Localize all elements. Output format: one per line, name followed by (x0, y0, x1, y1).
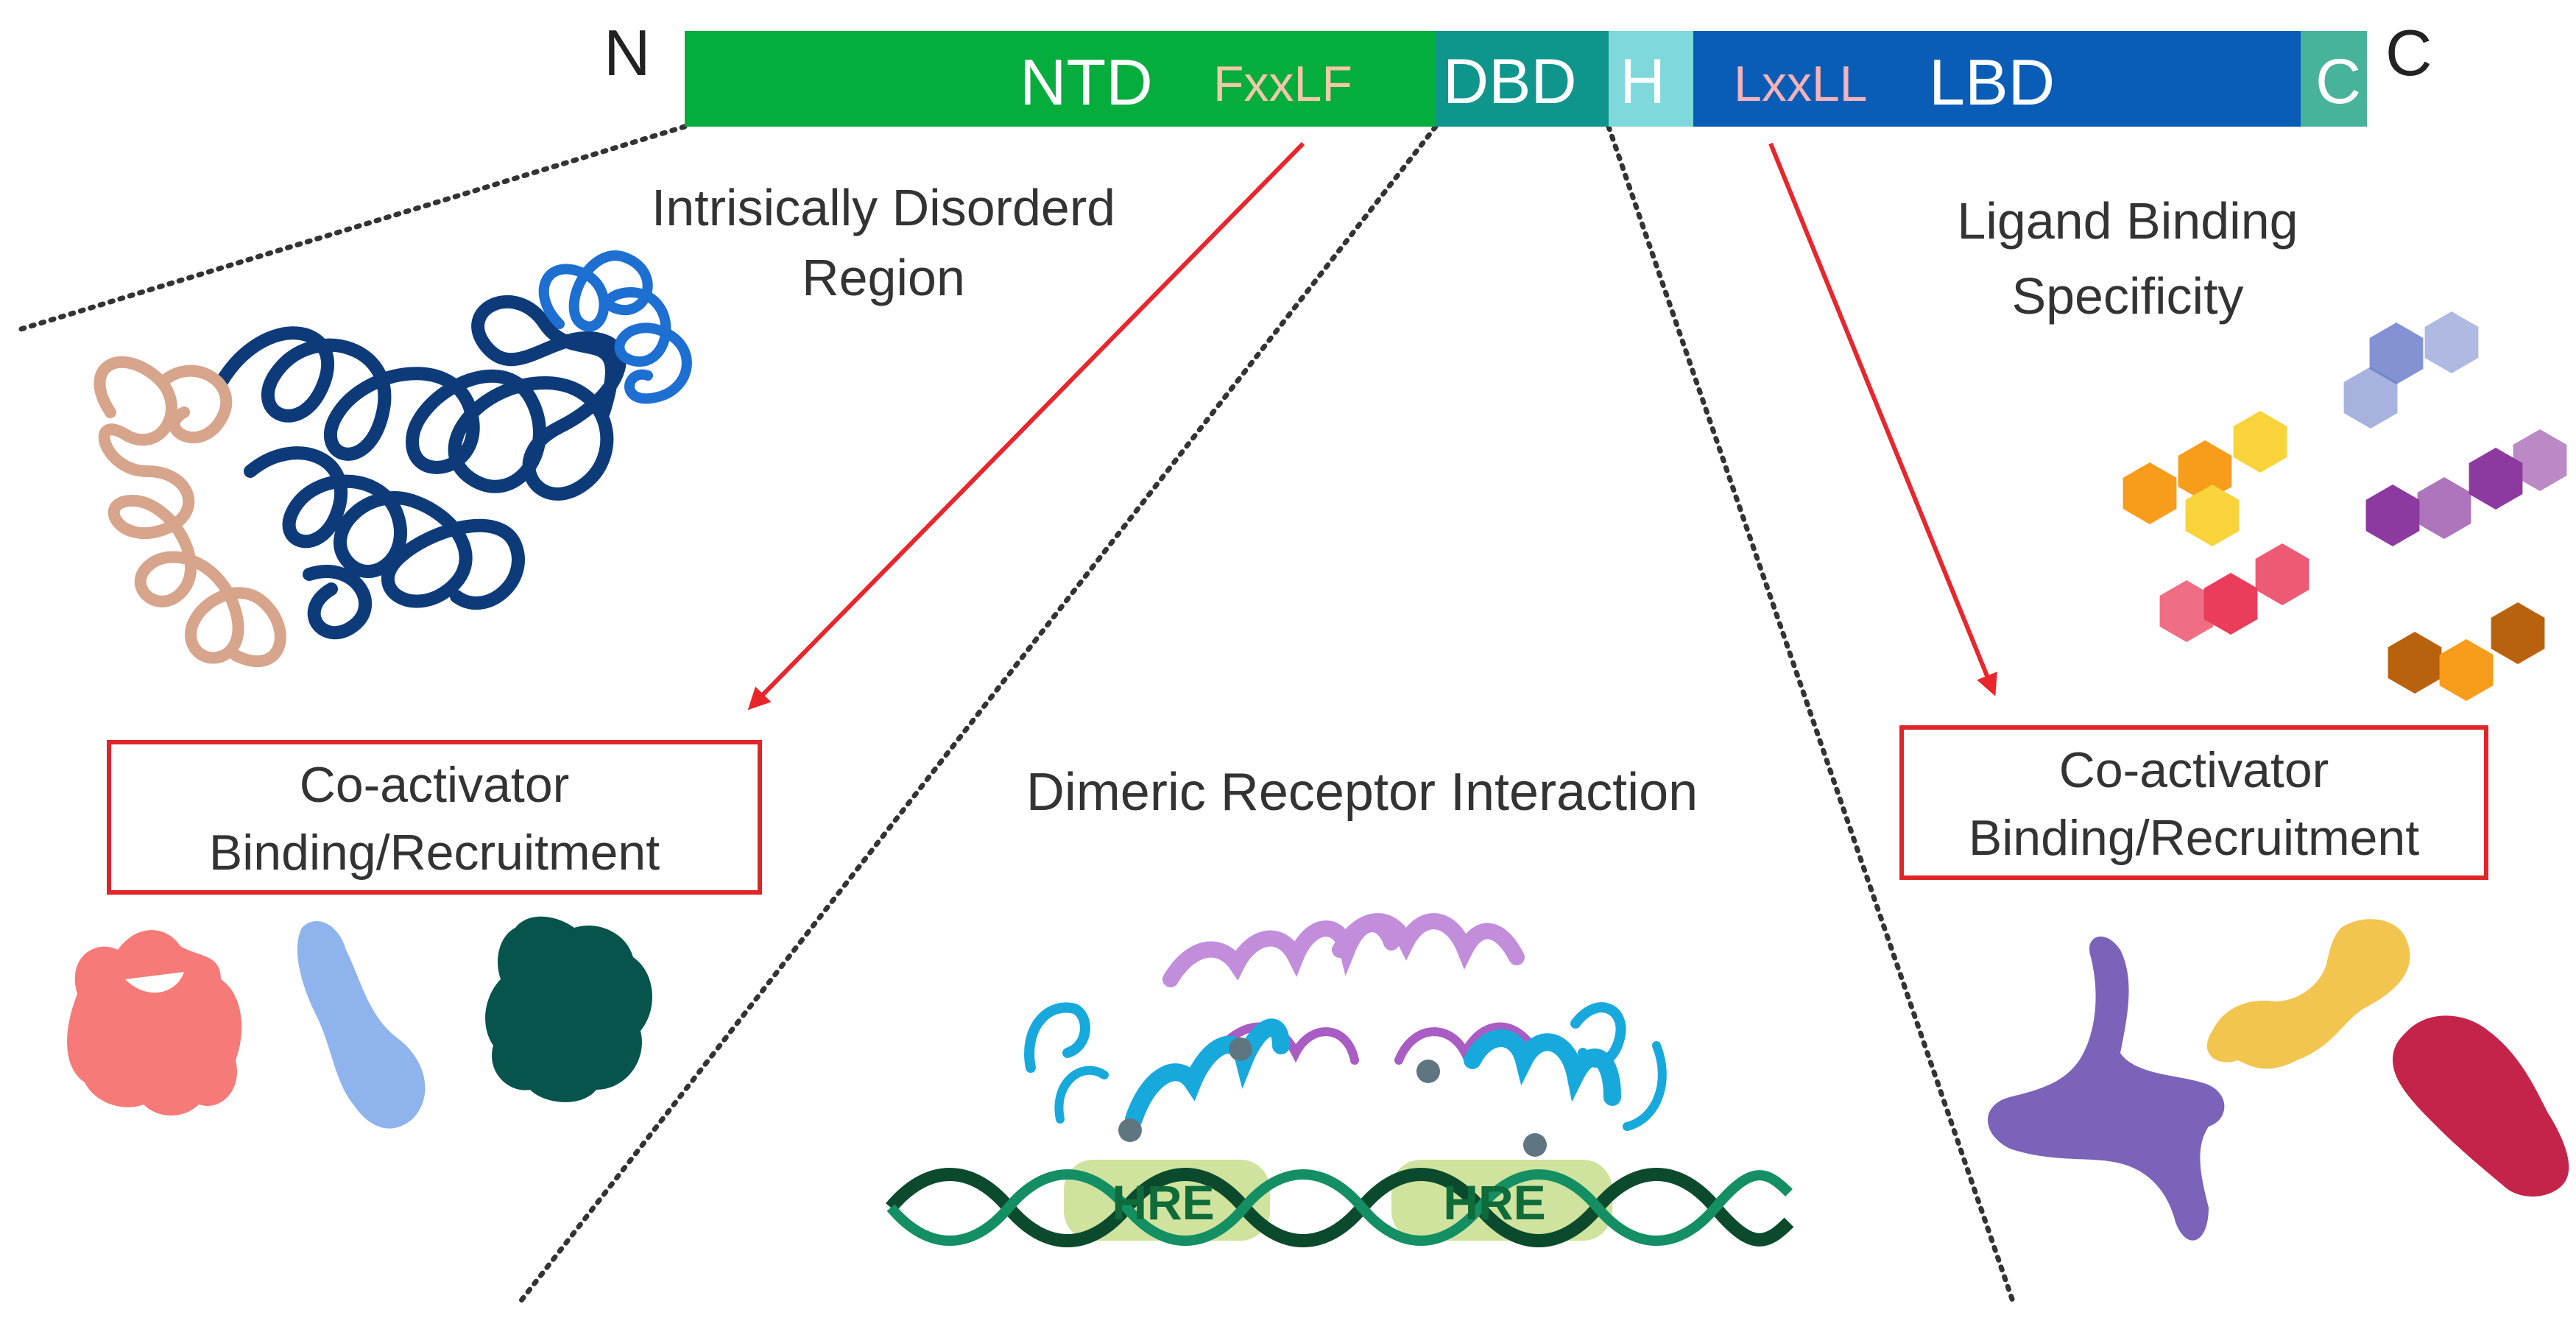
idr-title: Intrisically Disorderd Region (560, 173, 1207, 312)
coactivator-blob-yellow (2206, 919, 2410, 1069)
arrow-lxxll-to-coactivator (1768, 142, 1997, 697)
c-domain-label: C (2315, 46, 2362, 117)
zinc-atom (1229, 1037, 1252, 1061)
ligand-molecules (2122, 311, 2567, 701)
helix-cyan-structure (1024, 1002, 1667, 1131)
helix-purple-structure (1162, 913, 1536, 1065)
lbd-label: LBD (1929, 46, 2055, 119)
ligand-title-line2: Specificity (2011, 267, 2244, 325)
guide-h-right (1606, 124, 2016, 1306)
dbd-label: DBD (1443, 46, 1577, 117)
lbd-coactivator-box: Co-activator Binding/Recruitment (1899, 725, 2488, 880)
zinc-atoms (1118, 1037, 1547, 1157)
ligand-title-line1: Ligand Binding (1957, 192, 2298, 250)
zinc-atom (1416, 1060, 1440, 1083)
segment-hinge (1609, 31, 1693, 127)
left-coactivator-proteins (67, 916, 653, 1129)
ligand-hexagon (2417, 477, 2471, 539)
ligand-hexagon (2185, 484, 2240, 546)
coactivator-blob-lightblue (297, 921, 426, 1129)
ligand-hexagon (2178, 440, 2232, 502)
disorder-chain-dark (214, 295, 627, 640)
fxxlf-motif-label: FxxLF (1213, 56, 1352, 112)
segment-c (2301, 31, 2367, 127)
zinc-atom (1118, 1118, 1142, 1142)
segment-lbd (1693, 31, 2301, 127)
guide-dbd-left (516, 124, 1439, 1306)
coactivator-blob-darkteal (485, 916, 653, 1102)
disorder-chain-light (93, 356, 286, 667)
dimeric-title: Dimeric Receptor Interaction (1026, 763, 1698, 822)
coactivator-blob-crimson (2393, 1015, 2569, 1197)
right-coactivator-proteins (1988, 919, 2569, 1241)
n-terminus-label: N (604, 16, 651, 89)
idr-title-line1: Intrisically Disorderd (651, 179, 1116, 236)
arrows (747, 141, 1997, 711)
zinc-atom (1523, 1133, 1547, 1157)
hinge-label: H (1620, 46, 1666, 117)
dotted-guides (15, 124, 2016, 1306)
ligand-hexagon (2255, 543, 2309, 605)
ntd-box-line2: Binding/Recruitment (208, 824, 660, 881)
ligand-hexagon (2233, 411, 2287, 473)
c-terminus-label: C (2385, 16, 2432, 89)
lxxll-motif-label: LxxLL (1734, 56, 1868, 112)
guide-ntd-left (15, 124, 688, 333)
coactivator-blob-purple (1988, 936, 2225, 1241)
hre-label-left: HRE (1112, 1175, 1215, 1230)
lbd-box-line2: Binding/Recruitment (1968, 809, 2420, 866)
lbd-box-line1: Co-activator (2058, 742, 2329, 798)
ligand-hexagon (2424, 311, 2479, 373)
coactivator-blob-salmon (67, 930, 242, 1116)
ligand-hexagon (2469, 448, 2523, 510)
ligand-hexagon (2513, 429, 2567, 491)
disorder-chain-blue (538, 250, 692, 404)
hre-label-right: HRE (1443, 1175, 1546, 1230)
dna-strand-mid (886, 1169, 1793, 1246)
ntd-box-line1: Co-activator (299, 757, 570, 813)
ligand-hexagon (2369, 323, 2424, 384)
ntd-label: NTD (1020, 46, 1153, 119)
segment-dbd (1436, 31, 1609, 127)
ligand-hexagon (2388, 632, 2442, 694)
arrow-fxxlf-to-coactivator (747, 141, 1305, 711)
segment-ntd (685, 31, 1436, 127)
ntd-coactivator-box: Co-activator Binding/Recruitment (107, 740, 762, 895)
ligand-title: Ligand Binding Specificity (1899, 184, 2356, 334)
ligand-hexagon (2491, 602, 2545, 664)
ligand-hexagon (2439, 639, 2494, 701)
ligand-hexagon (2159, 580, 2214, 642)
disordered-region-illustration (93, 250, 692, 667)
ligand-hexagon (2203, 573, 2258, 635)
idr-title-line2: Region (802, 248, 965, 306)
ligand-hexagon (2122, 462, 2177, 524)
ligand-hexagon (2365, 484, 2420, 546)
ligand-hexagon (2343, 367, 2398, 429)
dimeric-dbd-illustration (886, 913, 1794, 1247)
dna-strand-dark (886, 1168, 1794, 1247)
